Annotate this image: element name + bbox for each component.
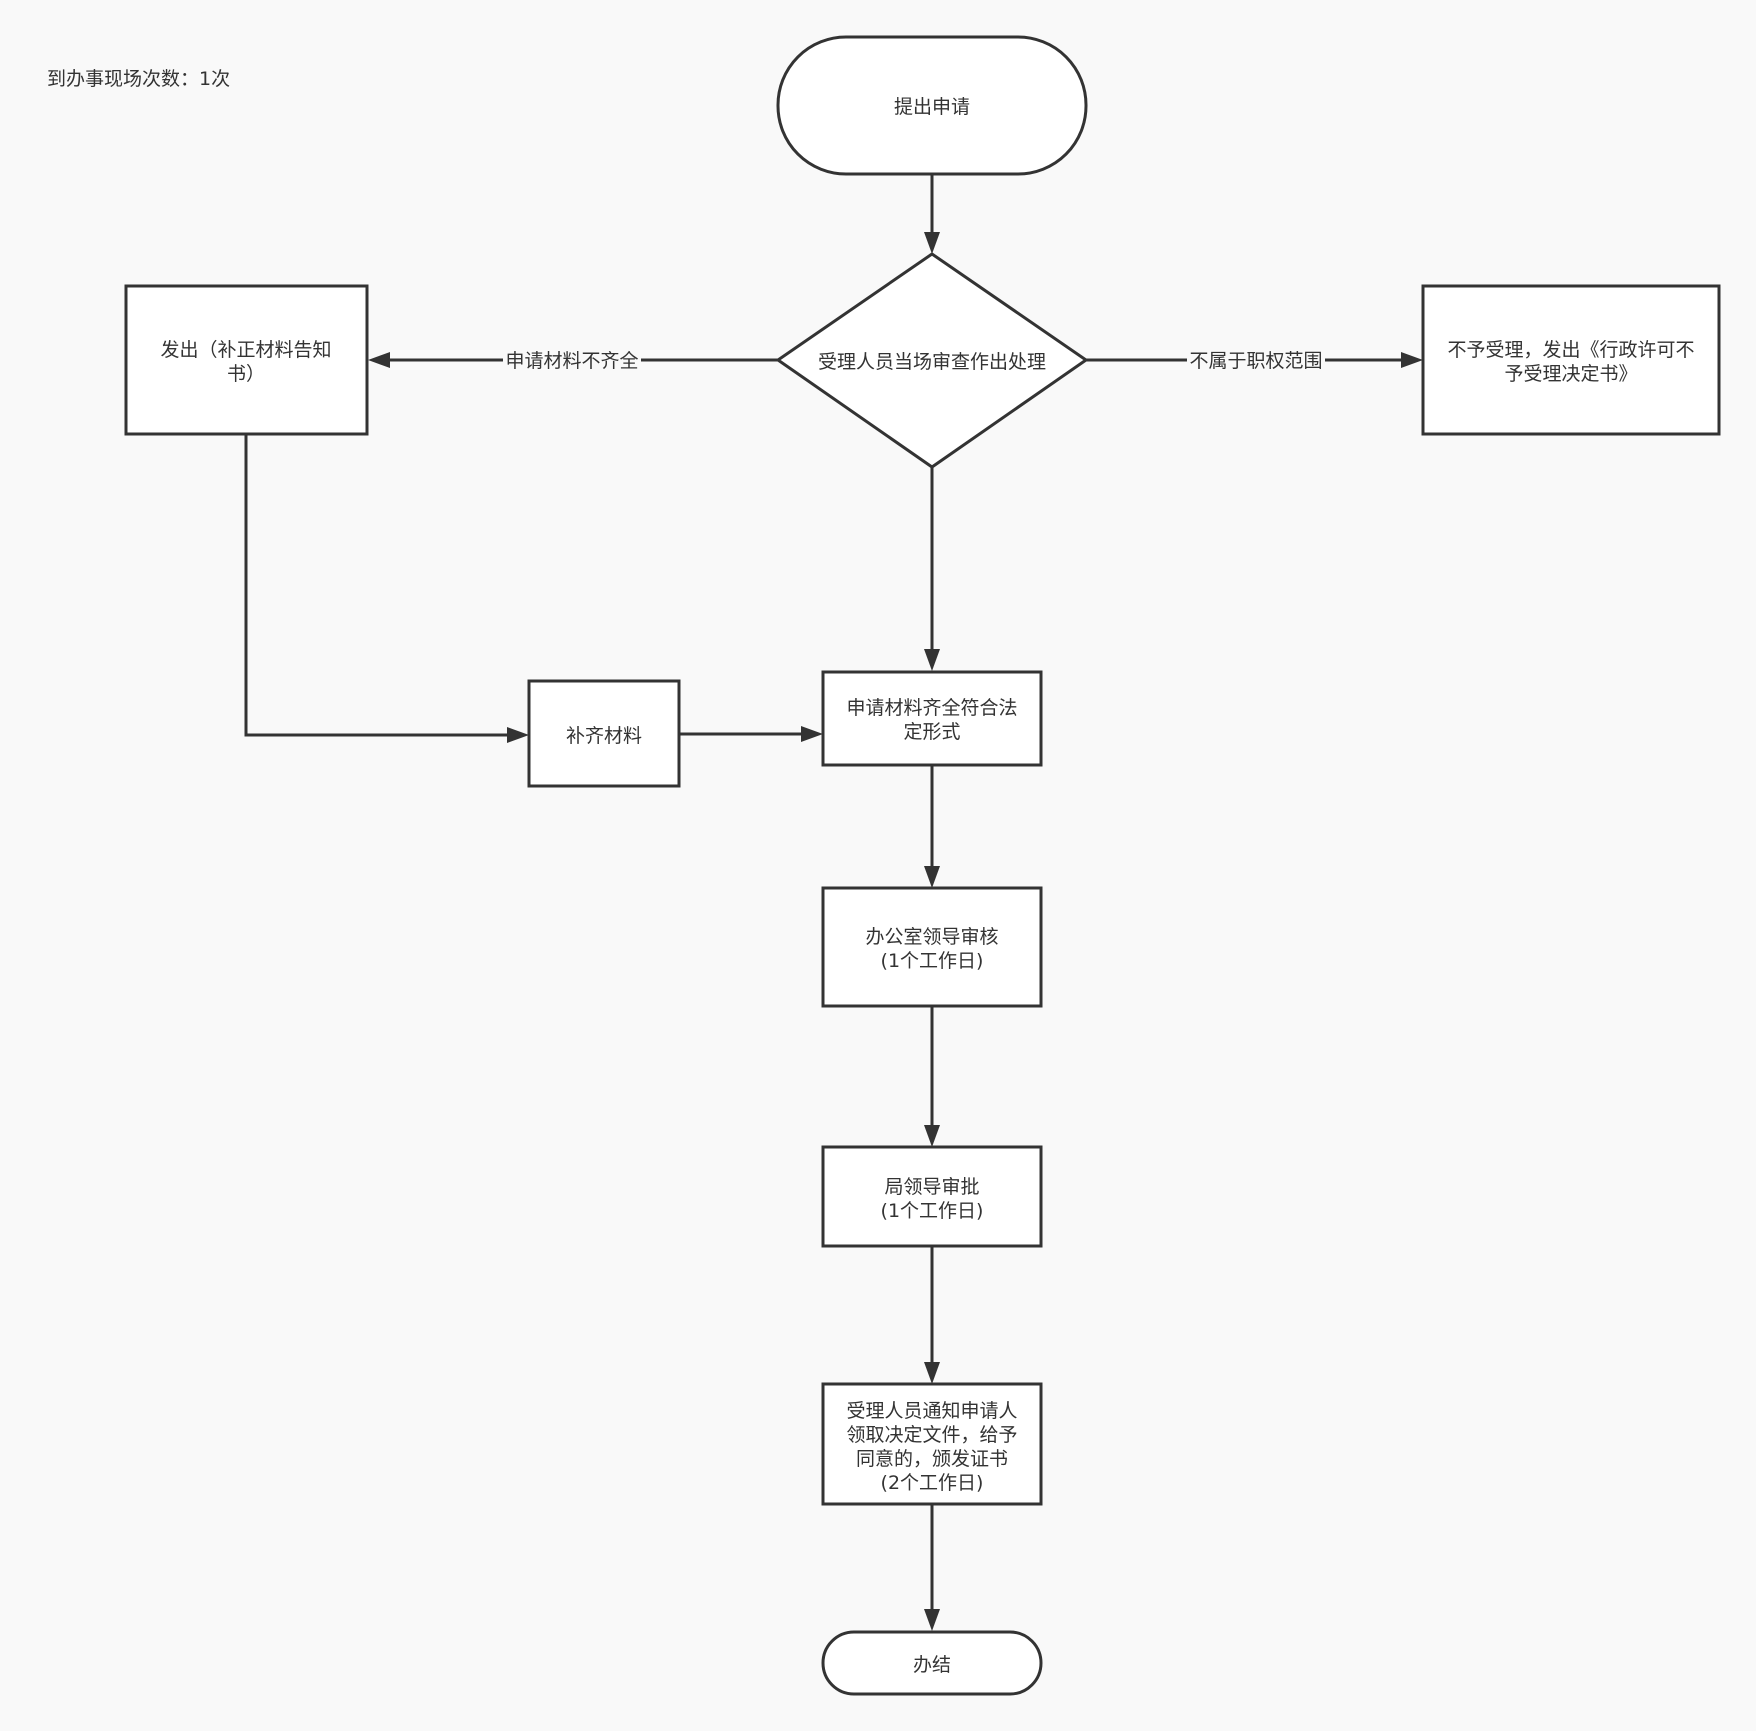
label-line: 办结 bbox=[913, 1654, 951, 1676]
label-line: 书） bbox=[227, 363, 265, 385]
supplement-notice-box bbox=[124, 284, 369, 436]
arrowhead-icon bbox=[924, 1362, 940, 1384]
label-line: 局领导审批 bbox=[884, 1176, 979, 1198]
start-terminal bbox=[776, 35, 1088, 176]
bureau-approval-label: 局领导审批(1个工作日) bbox=[881, 1176, 984, 1222]
label-line: 提出申请 bbox=[894, 96, 970, 118]
arrowhead-icon bbox=[924, 649, 940, 671]
arrowhead-icon bbox=[924, 866, 940, 888]
arrowhead-icon bbox=[924, 1609, 940, 1631]
label-line: (1个工作日) bbox=[881, 950, 984, 972]
edge-label-bg bbox=[503, 348, 641, 374]
nodes: 提出申请 受理人员当场审查作出处理 发出（补正材料告知书） 不予受理，发出《行政… bbox=[124, 35, 1721, 1696]
label-line: 办公室领导审核 bbox=[865, 926, 998, 948]
notify-box bbox=[821, 1382, 1043, 1506]
label-line: 补齐材料 bbox=[566, 725, 642, 747]
edge-labels: 申请材料不齐全 不属于职权范围 bbox=[503, 348, 1325, 374]
connectors bbox=[244, 174, 1423, 1631]
complete-box bbox=[821, 670, 1043, 767]
decision-diamond bbox=[775, 252, 1089, 469]
label-line: 发出（补正材料告知 bbox=[160, 339, 331, 361]
complete-label: 申请材料齐全符合法定形式 bbox=[846, 697, 1017, 743]
note-text: 到办事现场次数：1次 bbox=[47, 68, 231, 90]
label-line: 同意的，颁发证书 bbox=[856, 1448, 1008, 1470]
supplement-box bbox=[527, 679, 681, 788]
arrowhead-icon bbox=[801, 726, 823, 742]
notify-label: 受理人员通知申请人领取决定文件，给予同意的，颁发证书(2个工作日) bbox=[846, 1400, 1017, 1494]
label-line: 申请材料齐全符合法 bbox=[846, 697, 1017, 719]
label-line: 不予受理，发出《行政许可不 bbox=[1447, 339, 1694, 361]
end-label: 办结 bbox=[913, 1654, 951, 1676]
reject-label: 不予受理，发出《行政许可不予受理决定书》 bbox=[1447, 339, 1694, 385]
decision-label: 受理人员当场审查作出处理 bbox=[818, 351, 1046, 373]
label-line: 受理人员当场审查作出处理 bbox=[818, 351, 1046, 373]
label-line: 定形式 bbox=[903, 721, 960, 743]
edge-notice-supplement bbox=[244, 434, 511, 737]
office-review-label: 办公室领导审核(1个工作日) bbox=[865, 926, 998, 972]
bureau-approval-box bbox=[821, 1145, 1043, 1248]
label-line: (1个工作日) bbox=[881, 1200, 984, 1222]
reject-box bbox=[1421, 284, 1721, 436]
edge-label-incomplete: 申请材料不齐全 bbox=[505, 350, 638, 372]
label-line: 领取决定文件，给予 bbox=[846, 1424, 1017, 1446]
edge-label-out-of-scope: 不属于职权范围 bbox=[1189, 350, 1322, 372]
arrowhead-icon bbox=[368, 352, 390, 368]
arrowhead-icon bbox=[1401, 352, 1423, 368]
label-line: 予受理决定书》 bbox=[1504, 363, 1637, 385]
office-review-box bbox=[821, 886, 1043, 1008]
arrowhead-icon bbox=[924, 1125, 940, 1147]
end-terminal bbox=[821, 1630, 1043, 1696]
arrowhead-icon bbox=[507, 727, 529, 743]
supplement-notice-label: 发出（补正材料告知书） bbox=[160, 339, 331, 385]
label-line: 受理人员通知申请人 bbox=[846, 1400, 1017, 1422]
supplement-label: 补齐材料 bbox=[566, 725, 642, 747]
edge-label-bg bbox=[1187, 348, 1325, 374]
label-line: (2个工作日) bbox=[881, 1472, 984, 1494]
arrowhead-icon bbox=[924, 232, 940, 254]
start-label: 提出申请 bbox=[894, 96, 970, 118]
